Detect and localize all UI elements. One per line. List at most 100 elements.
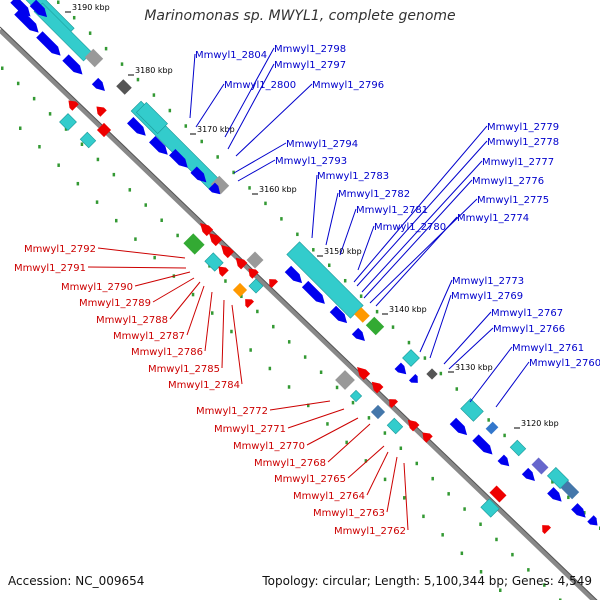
forward-label-leader bbox=[235, 83, 313, 157]
cds-reverse-arrow bbox=[422, 432, 433, 443]
outer-left-track-dot bbox=[224, 279, 227, 283]
inner-left-track-dot bbox=[19, 126, 22, 130]
outer-right-track-dot bbox=[551, 480, 554, 484]
reverse-label-leader bbox=[269, 400, 331, 411]
cds-forward-arrow bbox=[208, 182, 221, 195]
map-title: Marinomonas sp. MWYL1, complete genome bbox=[144, 8, 456, 24]
cog-block-cyan bbox=[509, 439, 527, 457]
outer-right-track-dot bbox=[248, 186, 251, 190]
reverse-gene-label: Mmwyl1_2772 bbox=[196, 406, 268, 417]
reverse-label-leader bbox=[403, 462, 409, 531]
genome-backbone-edge bbox=[0, 26, 598, 600]
forward-gene-label: Mmwyl1_2767 bbox=[491, 308, 563, 319]
reverse-label-leader bbox=[87, 266, 187, 269]
outer-right-track-dot bbox=[407, 340, 411, 345]
outer-left-track-dot bbox=[335, 385, 339, 390]
kbp-tick-label: 3120 kbp bbox=[521, 419, 559, 428]
cog-block-green bbox=[183, 233, 205, 255]
cds-reverse-arrow bbox=[218, 266, 229, 277]
cog-block-steel bbox=[485, 421, 499, 435]
outer-left-track-dot bbox=[64, 127, 68, 131]
genome-summary-text: Topology: circular; Length: 5,100,344 bp… bbox=[262, 574, 592, 588]
reverse-gene-label: Mmwyl1_2788 bbox=[96, 315, 168, 326]
outer-left-track-dot bbox=[16, 81, 20, 86]
outer-left-track-dot bbox=[383, 431, 387, 435]
outer-left-track-dot bbox=[511, 552, 514, 557]
kbp-tick-label: 3150 kbp bbox=[324, 247, 362, 256]
reverse-gene-label: Mmwyl1_2789 bbox=[79, 298, 151, 309]
cog-block-steel bbox=[370, 404, 386, 420]
kbp-tick-label: 3160 kbp bbox=[259, 185, 297, 194]
forward-label-leader bbox=[429, 294, 452, 359]
cog-block-cyan bbox=[460, 398, 484, 422]
cds-forward-arrow bbox=[351, 327, 365, 341]
reverse-gene-label: Mmwyl1_2770 bbox=[233, 441, 305, 452]
forward-gene-label: Mmwyl1_2798 bbox=[274, 44, 346, 55]
cds-forward-arrow bbox=[329, 305, 348, 324]
outer-right-track-dot bbox=[88, 31, 92, 35]
cds-reverse-arrow bbox=[248, 268, 259, 279]
inner-left-track-dot bbox=[38, 144, 41, 149]
outer-left-track-dot bbox=[176, 233, 179, 238]
inner-left-track-dot bbox=[249, 348, 252, 352]
cds-reverse-arrow bbox=[68, 100, 79, 111]
outer-right-track-dot bbox=[312, 248, 315, 252]
reverse-label-leader bbox=[169, 281, 201, 320]
outer-left-track-dot bbox=[495, 537, 498, 542]
cds-forward-arrow bbox=[62, 54, 83, 75]
inner-left-track-dot bbox=[499, 588, 502, 592]
outer-left-track-dot bbox=[463, 507, 466, 511]
inner-left-track-dot bbox=[422, 514, 425, 519]
inner-left-track-dot bbox=[268, 366, 272, 371]
outer-left-track-dot bbox=[399, 446, 403, 450]
outer-left-track-dot bbox=[559, 598, 562, 600]
forward-gene-label: Mmwyl1_2778 bbox=[487, 137, 559, 148]
cog-block-orange bbox=[232, 282, 248, 298]
cds-forward-arrow bbox=[497, 454, 510, 467]
reverse-gene-label: Mmwyl1_2771 bbox=[214, 424, 286, 435]
inner-left-track-dot bbox=[403, 496, 406, 500]
cds-forward-arrow bbox=[521, 467, 535, 481]
forward-gene-label: Mmwyl1_2800 bbox=[224, 80, 296, 91]
outer-right-track-dot bbox=[168, 108, 172, 113]
cds-forward-arrow bbox=[10, 0, 31, 17]
kbp-tick-label: 3140 kbp bbox=[389, 305, 427, 314]
forward-label-leader bbox=[448, 327, 494, 370]
cds-forward-arrow bbox=[472, 434, 493, 455]
outer-left-track-dot bbox=[527, 568, 530, 572]
outer-right-track-dot bbox=[328, 263, 331, 267]
forward-gene-label: Mmwyl1_2804 bbox=[195, 50, 267, 61]
cog-block-cyan bbox=[59, 113, 77, 131]
cds-reverse-arrow bbox=[96, 106, 107, 117]
cds-reverse-arrow bbox=[389, 399, 399, 409]
outer-left-track-dot bbox=[80, 142, 84, 146]
cog-block-orange bbox=[354, 307, 370, 323]
forward-gene-label: Mmwyl1_2793 bbox=[275, 156, 347, 167]
outer-left-track-dot bbox=[256, 309, 259, 314]
outer-left-track-dot bbox=[287, 340, 291, 344]
outer-right-track-dot bbox=[280, 217, 283, 221]
forward-label-leader bbox=[189, 53, 196, 119]
forward-gene-label: Mmwyl1_2766 bbox=[493, 324, 565, 335]
inner-left-track-dot bbox=[326, 422, 329, 426]
reverse-gene-label: Mmwyl1_2786 bbox=[131, 347, 203, 358]
cds-forward-arrow bbox=[449, 417, 468, 436]
forward-gene-label: Mmwyl1_2782 bbox=[338, 189, 410, 200]
inner-left-track-dot bbox=[76, 181, 80, 186]
forward-label-leader bbox=[356, 140, 488, 287]
cds-forward-arrow bbox=[284, 265, 303, 284]
reverse-gene-label: Mmwyl1_2785 bbox=[148, 364, 220, 375]
kbp-tick-label: 3170 kbp bbox=[197, 125, 235, 134]
reverse-gene-label: Mmwyl1_2765 bbox=[274, 474, 346, 485]
outer-right-track-dot bbox=[200, 139, 203, 144]
forward-label-leader bbox=[353, 125, 488, 283]
inner-left-track-dot bbox=[230, 329, 233, 334]
forward-gene-label: Mmwyl1_2796 bbox=[312, 80, 384, 91]
outer-right-track-dot bbox=[120, 62, 124, 66]
cds-forward-arrow bbox=[587, 515, 598, 526]
cog-block-violet bbox=[531, 457, 549, 475]
reverse-label-leader bbox=[287, 408, 345, 429]
outer-right-track-dot bbox=[391, 325, 395, 329]
outer-right-track-dot bbox=[375, 309, 379, 314]
